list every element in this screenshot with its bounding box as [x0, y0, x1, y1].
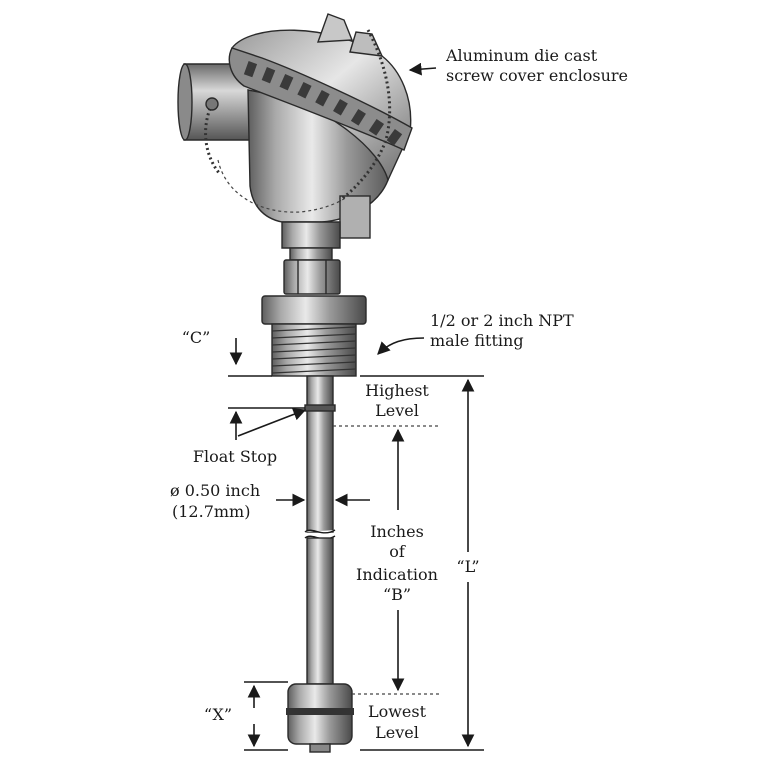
indication-label-2: of: [389, 542, 406, 561]
hex-nut: [283, 247, 341, 295]
highest-level-label-2: Level: [375, 401, 419, 420]
stem-upper: [306, 375, 334, 533]
indication-label-3: Indication: [356, 565, 438, 584]
lid-boss-1: [316, 13, 354, 43]
fitting-threads: [271, 326, 357, 374]
enclosure-leader: [408, 62, 437, 76]
stem-lower: [306, 537, 334, 685]
dimension-c-label: “C”: [182, 328, 211, 347]
retaining-chain: [204, 29, 392, 202]
dimension-x: [244, 681, 288, 751]
cover-swing-arc: [217, 159, 349, 213]
lid-boss-2: [349, 31, 384, 57]
indication-label-4: “B”: [383, 585, 411, 604]
fitting-leader: [377, 337, 425, 355]
diameter-label-1: ø 0.50 inch: [170, 481, 260, 500]
fitting-label-1: 1/2 or 2 inch NPT: [430, 311, 574, 330]
dimension-l-label: “L”: [456, 557, 479, 576]
enclosure-neck: [281, 221, 341, 249]
conduit-opening: [177, 63, 193, 141]
dimension-l: [360, 375, 484, 751]
chain-anchor: [205, 97, 219, 111]
dimension-c: [228, 338, 272, 377]
diameter-label-2: (12.7mm): [172, 502, 250, 521]
enclosure-label-1: Aluminum die cast: [445, 46, 598, 65]
highest-level-label-1: Highest: [365, 381, 429, 400]
stem: [304, 375, 336, 685]
float-stop-marker: [228, 407, 307, 440]
lid-rim-slots: [243, 61, 403, 146]
float-stop-label: Float Stop: [193, 447, 277, 466]
lowest-level-label-2: Level: [375, 723, 419, 742]
float: [286, 683, 354, 753]
enclosure-label-2: screw cover enclosure: [446, 66, 628, 85]
fitting-label-2: male fitting: [430, 331, 524, 350]
lowest-level-label-1: Lowest: [368, 702, 427, 721]
float-stop-ring: [304, 404, 336, 412]
enclosure-head: [177, 13, 413, 249]
indication-label-1: Inches: [370, 522, 424, 541]
npt-fitting: [261, 295, 367, 377]
cutaway-section: [339, 195, 371, 239]
dimension-x-label: “X”: [204, 705, 232, 724]
